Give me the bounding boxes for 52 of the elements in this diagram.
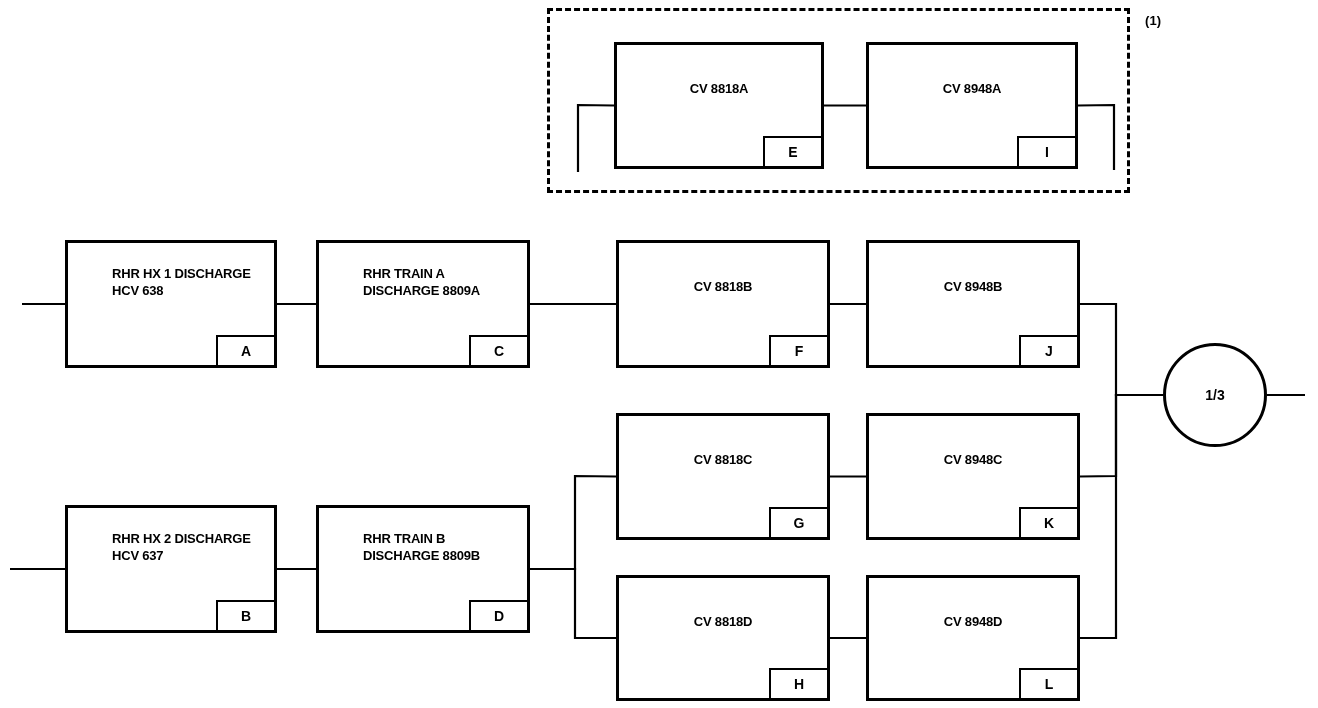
- component-id-tag: D: [469, 600, 527, 630]
- component-id-tag: G: [769, 507, 827, 537]
- box-label: CV 8818D: [692, 613, 754, 630]
- component-id-tag: L: [1019, 668, 1077, 698]
- connector-line: [1267, 393, 1305, 397]
- box-label: RHR TRAIN A DISCHARGE 8809A: [363, 265, 481, 299]
- component-id-tag: H: [769, 668, 827, 698]
- component-id-tag: A: [216, 335, 274, 365]
- component-box: [616, 413, 830, 540]
- component-box: [866, 240, 1080, 368]
- connector-line: [830, 302, 866, 306]
- connector-line: [530, 567, 616, 640]
- circle-label: 1/3: [1205, 387, 1225, 403]
- component-id-tag: B: [216, 600, 274, 630]
- note-marker: (1): [1145, 13, 1161, 28]
- connector-line: [1078, 103, 1116, 170]
- component-box: [65, 505, 277, 633]
- component-box: [866, 42, 1078, 169]
- component-id-tag: I: [1017, 136, 1075, 166]
- box-label: CV 8818C: [692, 451, 754, 468]
- box-label: RHR HX 2 DISCHARGE HCV 637: [112, 530, 252, 564]
- connector-line: [830, 475, 866, 478]
- component-box: [316, 240, 530, 368]
- box-label: CV 8948B: [942, 278, 1004, 295]
- connector-line: [830, 636, 866, 640]
- component-id-tag: C: [469, 335, 527, 365]
- component-id-tag: J: [1019, 335, 1077, 365]
- component-box: [316, 505, 530, 633]
- box-label: CV 8948D: [942, 613, 1004, 630]
- box-label: CV 8948C: [942, 451, 1004, 468]
- component-box: [866, 575, 1080, 701]
- connector-line: [277, 302, 316, 306]
- connector-line: [824, 104, 866, 107]
- component-box: [614, 42, 824, 169]
- connector-line: [1080, 393, 1163, 640]
- box-label: RHR TRAIN B DISCHARGE 8809B: [363, 530, 481, 564]
- box-label: RHR HX 1 DISCHARGE HCV 638: [112, 265, 252, 299]
- connector-line: [10, 567, 65, 571]
- component-id-tag: K: [1019, 507, 1077, 537]
- component-box: [616, 240, 830, 368]
- connector-line: [576, 103, 614, 172]
- component-box: [616, 575, 830, 701]
- box-label: CV 8818A: [688, 80, 750, 97]
- component-box: [866, 413, 1080, 540]
- box-label: CV 8818B: [692, 278, 754, 295]
- component-id-tag: F: [769, 335, 827, 365]
- box-label: CV 8948A: [941, 80, 1003, 97]
- connector-line: [22, 302, 65, 306]
- connector-line: [277, 567, 316, 571]
- connector-line: [530, 302, 616, 306]
- component-id-tag: E: [763, 136, 821, 166]
- component-box: [65, 240, 277, 368]
